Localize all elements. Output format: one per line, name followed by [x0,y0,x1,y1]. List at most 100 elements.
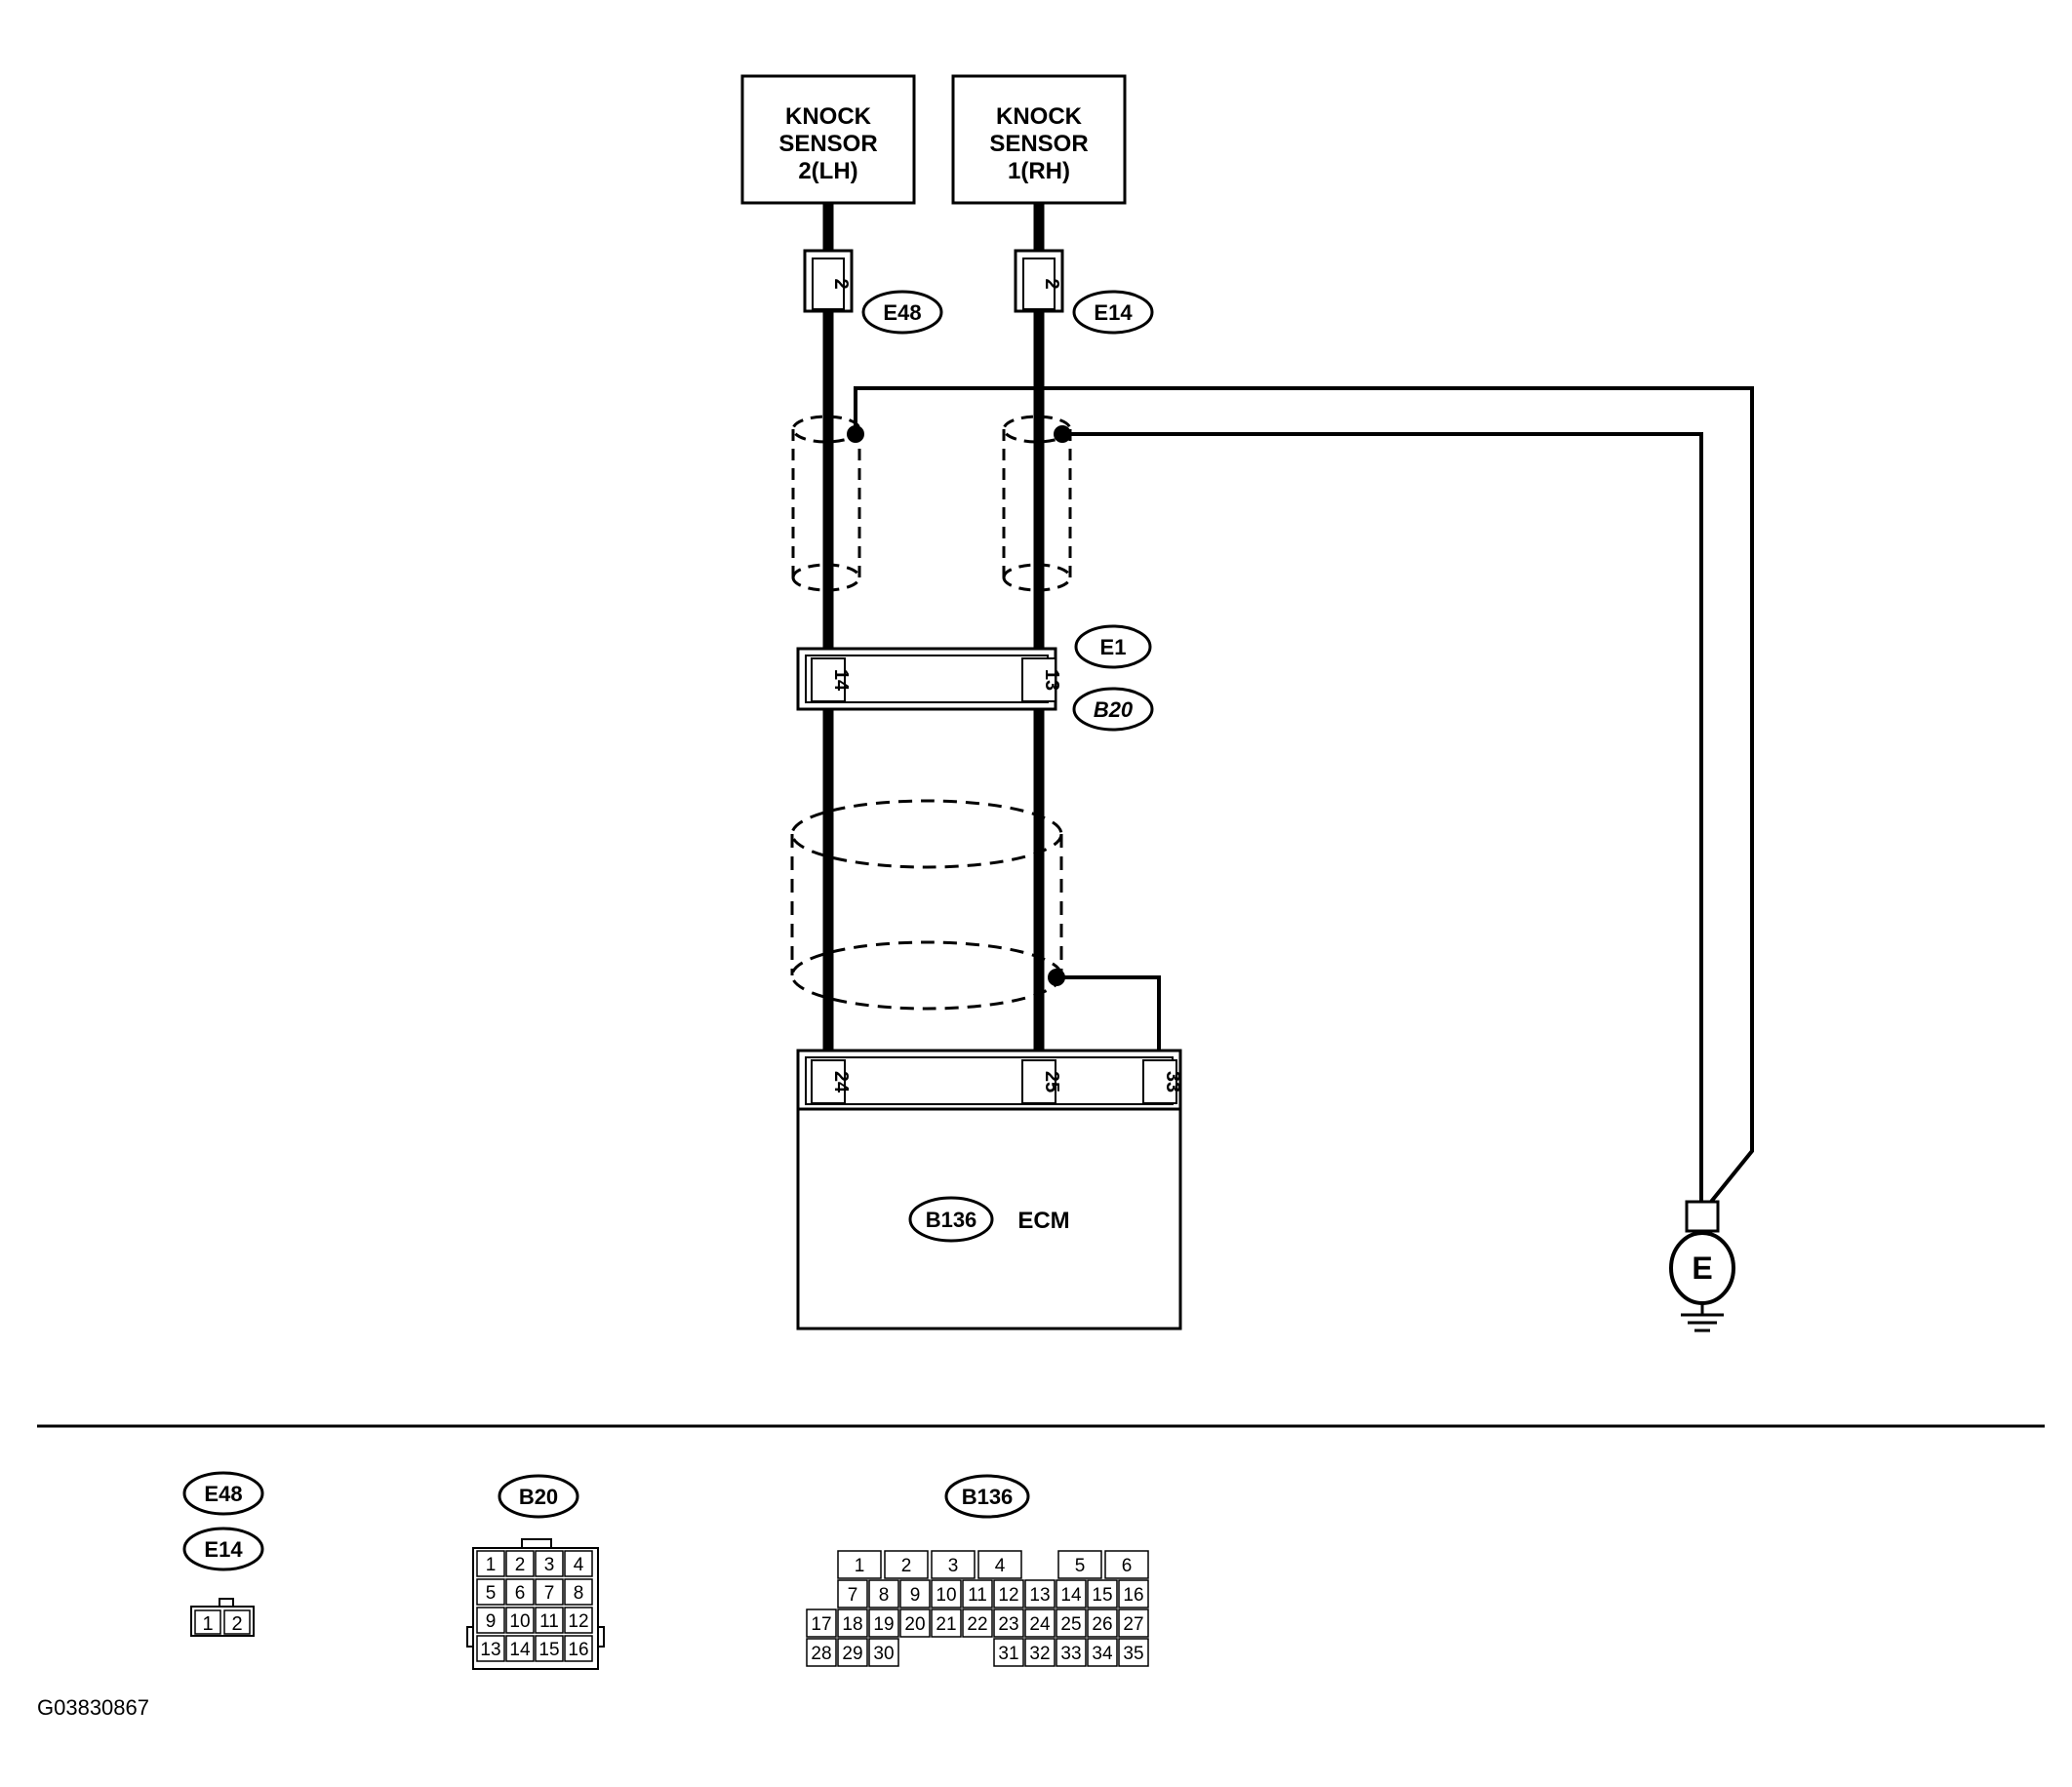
b136-pin-4-cell [977,1550,1022,1579]
b136-pin-20: 20 [904,1614,925,1635]
b136-pin-26-cell [1087,1608,1118,1638]
b136-pin-27-cell [1118,1608,1149,1638]
ks1-line-1: KNOCK [996,103,1083,130]
e14-label-text: E14 [1094,300,1133,325]
b136-pin-3-cell [931,1550,976,1579]
legend-e14-label: E14 [204,1537,243,1562]
b136-pin-25-cell [1056,1608,1087,1638]
b20-pin-4-cell [564,1550,593,1577]
ks2-line-2: SENSOR [778,131,877,157]
e14-label: E14 [1072,290,1154,335]
b136-pin-18: 18 [842,1614,862,1635]
b20-pin-2-cell [505,1550,535,1577]
b136-pin-6: 6 [1122,1556,1133,1576]
ground-label: E [1692,1251,1712,1286]
b136-pin-22: 22 [967,1614,987,1635]
ground-terminal-e: E [1669,1200,1735,1332]
b136-pin-31: 31 [998,1644,1018,1664]
legend-e48-label: E48 [204,1482,242,1506]
shield-drain-wire [1056,975,1161,1051]
b136-pin-28-cell [806,1638,837,1667]
b136-pin-21-cell [931,1608,962,1638]
b136-pin-1: 1 [855,1556,865,1576]
b136-pin-23-cell [993,1608,1024,1638]
knock-sensor-2-box: KNOCK SENSOR 2(LH) [740,74,916,205]
shield-splice-left [847,425,864,443]
b136-pin-27: 27 [1123,1614,1143,1635]
e48-connector: 2 [803,249,854,313]
b136-pin-30: 30 [873,1644,894,1664]
b20-pin-9: 9 [486,1611,497,1632]
b136-pin-23: 23 [998,1614,1018,1635]
b20-pin-7-cell [535,1578,564,1606]
b136-pin-9-cell [899,1579,931,1608]
b136-pin-17: 17 [811,1614,831,1635]
legend-b136-label: B136 [962,1485,1014,1509]
e14-pin: 2 [1041,278,1062,289]
b136-pin-5: 5 [1075,1556,1086,1576]
b136-pin-1-cell [837,1550,882,1579]
b20-pin-15: 15 [538,1640,559,1660]
b136-pin-13-cell [1024,1579,1056,1608]
b20-pin-13-cell [476,1635,505,1662]
b136-pin-19-cell [868,1608,899,1638]
b20-pin-12: 12 [568,1611,588,1632]
b20-pin-10-cell [505,1607,535,1634]
b20-pin-16-cell [564,1635,593,1662]
b20-pin-5: 5 [486,1583,497,1604]
b136-pin-32: 32 [1029,1644,1050,1664]
ecm-pin-24: 24 [830,1071,852,1093]
b20-pin-4: 4 [574,1555,584,1575]
b136-pin-16: 16 [1123,1585,1143,1606]
b136-pin-9: 9 [910,1585,921,1606]
e1-label: E1 [1074,624,1152,669]
b136-pin-33-cell [1056,1638,1087,1667]
b136-pin-15-cell [1087,1579,1118,1608]
b20-label-text: B20 [1094,697,1134,722]
ks2-line-1: KNOCK [785,103,872,130]
b136-pin-16-cell [1118,1579,1149,1608]
signal-wires [822,203,1045,1051]
legend-small-pin-2: 2 [231,1613,242,1635]
b136-pin-14-cell [1056,1579,1087,1608]
b136-pin-19: 19 [873,1614,894,1635]
b136-pin-5-cell [1057,1550,1102,1579]
b20-pin-9-cell [476,1607,505,1634]
b136-pin-17-cell [806,1608,837,1638]
ground-wire [854,386,1754,1204]
ks2-line-3: 2(LH) [798,158,857,184]
figure-code: G03830867 [37,1695,149,1720]
b136-pin-21: 21 [936,1614,956,1635]
b136-pin-11: 11 [968,1585,987,1606]
b136-pin-12-cell [993,1579,1024,1608]
b136-pin-15: 15 [1092,1585,1112,1606]
b136-label-text: B136 [926,1208,977,1232]
e1-pin-14: 14 [830,669,852,692]
b136-pin-4: 4 [995,1556,1006,1576]
b136-pin-35: 35 [1123,1644,1143,1664]
b20-label: B20 [1072,687,1154,732]
e1-label-text: E1 [1100,635,1127,659]
b20-pin-7: 7 [544,1583,555,1604]
b136-pin-7: 7 [848,1585,858,1606]
legend-small-pin-1: 1 [202,1613,213,1635]
e48-label-text: E48 [883,300,921,325]
ks1-line-3: 1(RH) [1008,158,1070,184]
b136-pin-11-cell [962,1579,993,1608]
b20-pin-2: 2 [515,1555,526,1575]
b20-pin-10: 10 [509,1611,530,1632]
shield-splice-right [1054,425,1071,443]
b136-pin-2-cell [884,1550,929,1579]
knock-sensor-1-box: KNOCK SENSOR 1(RH) [951,74,1127,205]
e48-label: E48 [861,290,943,335]
b20-pin-11-cell [535,1607,564,1634]
b136-pin-26: 26 [1092,1614,1112,1635]
b136-pin-7-cell [837,1579,868,1608]
b20-pin-11: 11 [539,1611,559,1632]
b20-pin-1: 1 [486,1555,497,1575]
b136-pin-18-cell [837,1608,868,1638]
b136-pin-29: 29 [842,1644,862,1664]
